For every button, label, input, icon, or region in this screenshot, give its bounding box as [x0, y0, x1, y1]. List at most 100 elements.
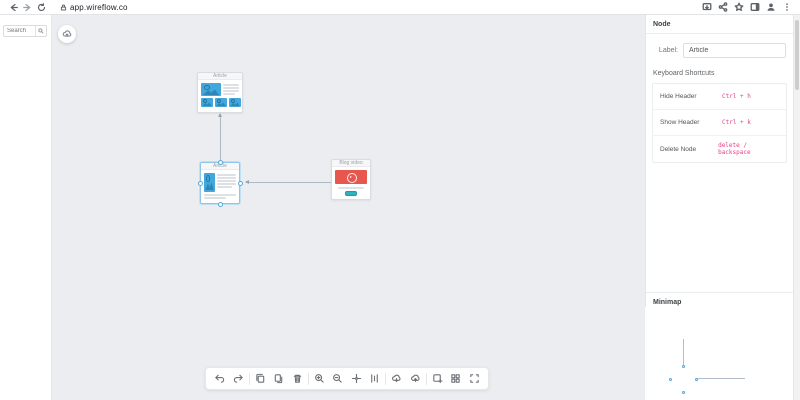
grid-icon: [451, 374, 460, 383]
divider: [646, 292, 793, 293]
reload-button[interactable]: [34, 1, 48, 14]
label-field-row: Label:: [646, 34, 793, 66]
node-blog-video[interactable]: Blog video: [331, 159, 371, 200]
side-panel-button[interactable]: [748, 1, 762, 14]
connection-handle-bottom[interactable]: [217, 201, 223, 207]
toolbar-divider: [425, 372, 427, 385]
shortcut-action: Show Header: [660, 119, 700, 126]
side-panel-icon: [750, 3, 760, 11]
search-button[interactable]: [35, 26, 46, 36]
undo-icon: [215, 374, 225, 383]
forward-icon: [22, 3, 30, 11]
edge-video-to-article[interactable]: [246, 182, 331, 183]
cloud-upload-icon: [410, 374, 420, 382]
node-article-top[interactable]: Article: [197, 72, 243, 113]
undo-button[interactable]: [212, 371, 228, 387]
image-block: [201, 83, 221, 96]
zoom-out-button[interactable]: [330, 371, 346, 387]
fullscreen-icon: [470, 374, 479, 383]
connection-handle-top[interactable]: [217, 159, 223, 165]
split-view-button[interactable]: [367, 371, 383, 387]
browser-actions: [700, 1, 794, 14]
bookmark-star-icon: [734, 2, 744, 11]
edge-article-to-article[interactable]: [220, 114, 221, 161]
fullscreen-button[interactable]: [466, 371, 482, 387]
connection-handle-right[interactable]: [237, 180, 243, 186]
image-block: [215, 98, 227, 107]
node-body: [201, 170, 239, 203]
fit-view-button[interactable]: [348, 371, 364, 387]
share-button[interactable]: [716, 1, 730, 14]
text-lines: [223, 83, 239, 96]
node-header: Blog video: [332, 160, 370, 167]
flow-canvas[interactable]: [52, 15, 645, 400]
padlock-icon: [60, 4, 67, 10]
cta-button-block: [345, 191, 357, 196]
toolbar-divider: [248, 372, 250, 385]
back-button[interactable]: [6, 1, 20, 14]
cloud-upload-icon: [62, 30, 72, 37]
connection-handle-left[interactable]: [197, 180, 203, 186]
redo-button[interactable]: [230, 371, 246, 387]
share-icon: [718, 2, 728, 12]
video-block: [335, 170, 367, 184]
profile-icon: [767, 3, 775, 11]
shortcut-action: Hide Header: [660, 93, 697, 100]
node-body: [332, 167, 370, 199]
zoom-in-button[interactable]: [311, 371, 327, 387]
frame-add-icon: [433, 374, 443, 384]
template-sidebar: [0, 15, 52, 400]
trash-icon: [293, 374, 301, 383]
forward-button[interactable]: [20, 1, 34, 14]
reload-icon: [37, 2, 45, 11]
zoom-in-icon: [314, 374, 324, 383]
image-block: [204, 173, 215, 192]
image-block: [201, 98, 213, 107]
bookmark-button[interactable]: [732, 1, 746, 14]
address-bar[interactable]: app.wireflow.co: [60, 3, 128, 12]
label-field-caption: Label:: [658, 47, 678, 54]
shortcut-row: Hide Header Ctrl + h: [653, 84, 786, 110]
minimap-edge: [697, 378, 745, 379]
copy-icon: [255, 373, 264, 383]
minimap-handle: [694, 377, 698, 381]
minimap-edge: [683, 339, 684, 367]
shortcut-row: Show Header Ctrl + k: [653, 110, 786, 136]
node-body: [198, 80, 242, 110]
shortcut-keys: Ctrl + k: [722, 119, 751, 126]
panel-title: Node: [653, 21, 671, 28]
duplicate-icon: [274, 374, 283, 384]
window-scrollbar[interactable]: [793, 15, 800, 400]
browser-menu-button[interactable]: [780, 1, 794, 14]
node-header: Article: [201, 163, 239, 170]
paste-button[interactable]: [271, 371, 287, 387]
search-input[interactable]: [4, 28, 35, 34]
cast-button[interactable]: [700, 1, 714, 14]
add-frame-button[interactable]: [429, 371, 445, 387]
node-article-selected[interactable]: Article: [200, 162, 240, 204]
node-label-input[interactable]: [683, 43, 786, 58]
minimap-title: Minimap: [653, 299, 682, 306]
node-header: Article: [198, 73, 242, 80]
scrollbar-thumb[interactable]: [794, 20, 799, 90]
kebab-menu-icon: [786, 3, 788, 11]
minimap-handle: [668, 377, 672, 381]
text-lines: [217, 173, 236, 192]
template-search: [3, 25, 47, 37]
import-button[interactable]: [407, 371, 423, 387]
split-view-icon: [371, 374, 378, 383]
export-button[interactable]: [389, 371, 405, 387]
delete-button[interactable]: [289, 371, 305, 387]
profile-button[interactable]: [764, 1, 778, 14]
cast-icon: [702, 3, 712, 11]
back-icon: [10, 3, 18, 11]
shortcut-keys: delete / backspace: [718, 142, 751, 156]
text-line: [338, 187, 364, 189]
cloud-save-button[interactable]: [58, 25, 76, 43]
copy-button[interactable]: [252, 371, 268, 387]
shortcut-action: Delete Node: [660, 145, 697, 153]
shortcuts-title: Keyboard Shortcuts: [653, 70, 715, 77]
minimap-handle: [681, 364, 685, 368]
grid-button[interactable]: [448, 371, 464, 387]
minimap[interactable]: [645, 307, 793, 400]
